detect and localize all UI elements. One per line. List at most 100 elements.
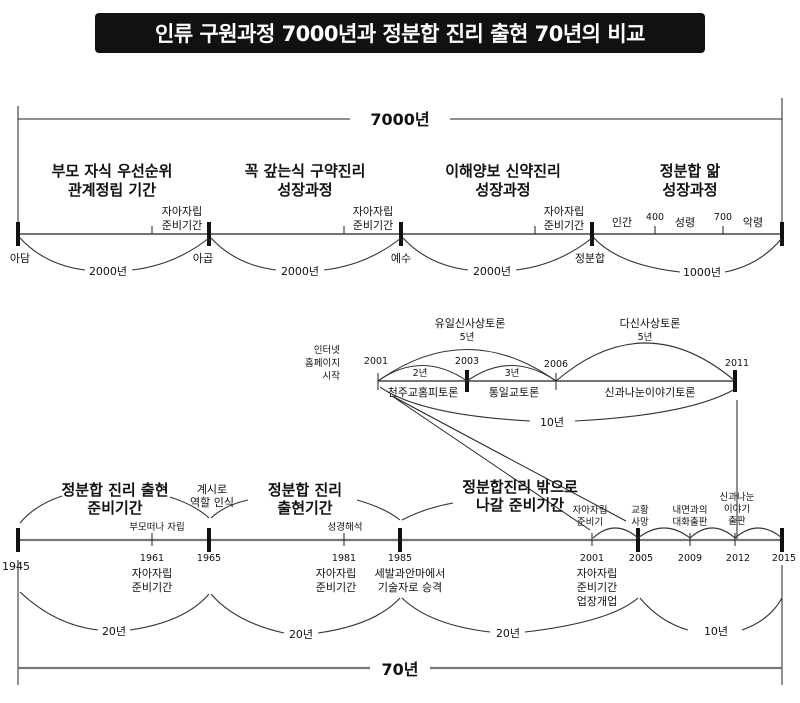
top-span-label: 7000년 (370, 110, 429, 129)
top-period-4-title: 정분합 앎 (660, 162, 721, 180)
middle-arc-polytheism-label: 5년 (638, 332, 653, 343)
bottom-note-2009-above-line2: 대화출판 (673, 517, 708, 528)
bottom-year-2015: 2015 (772, 553, 796, 564)
middle-segment-catholic: 천주교홈피토론 (388, 385, 459, 399)
bottom-note-2012-above-line2: 이야기 (724, 504, 750, 515)
top-arc-4-right (724, 237, 783, 273)
middle-arc-3years (466, 365, 557, 382)
top-period-1-subtitle: 관계정립 기간 (68, 181, 156, 199)
top-period-1-title: 부모 자식 우선순위 (52, 162, 173, 180)
bottom-note-1981-below-line1: 자아자립 (316, 567, 356, 580)
bottom-group-1-subtitle: 준비기간 (87, 499, 142, 517)
bottom-upper-brace-1-left (19, 495, 63, 524)
middle-year-2011: 2011 (725, 358, 749, 369)
middle-arc-2years-label: 2년 (413, 368, 428, 379)
bottom-note-1981-below-line2: 준비기간 (316, 581, 356, 594)
connector-2005 (391, 395, 627, 522)
bottom-note-2012-above-line1: 신과나눈 (720, 492, 755, 503)
top-stage-holy-spirit: 성령 (675, 216, 695, 229)
top-arc-3-left (402, 237, 469, 271)
bottom-arc-1-label: 20년 (102, 625, 126, 638)
bottom-note-2009-above-line1: 내면과의 (673, 505, 708, 516)
top-arc-2-left (210, 237, 277, 271)
bottom-upper-brace-1-right (169, 496, 210, 519)
bottom-span-label: 70년 (382, 660, 419, 679)
bottom-small-arc-4 (734, 527, 783, 539)
middle-year-2003: 2003 (455, 356, 479, 367)
bottom-group-3-title: 정분합진리 밖으로 (462, 478, 578, 496)
middle-arc-monotheism-title: 유일신사상토론 (435, 316, 506, 330)
top-period-2-title: 꼭 갚는식 구약진리 (245, 162, 366, 180)
bottom-upper-brace-2-right (356, 499, 401, 521)
top-point-adam: 아담 (10, 252, 30, 265)
bottom-note-2001-below-line2: 준비기간 (577, 581, 617, 594)
page-title: 인류 구원과정 7000년과 정분합 진리 출현 70년의 비교 (95, 13, 705, 53)
middle-arc-3years-label: 3년 (505, 368, 520, 379)
top-arc-1-right (131, 237, 210, 271)
bottom-note-1961-above: 부모떠나 자립 (129, 521, 184, 533)
top-point-jeongbunhap: 정분합 (575, 252, 605, 265)
bottom-note-2001-below-line1: 자아자립 (577, 567, 617, 580)
bottom-small-arc-2 (637, 527, 691, 539)
top-period-3-title: 이해양보 신약진리 (445, 162, 561, 180)
top-timeline: 7000년 부모 자식 우선순위 관계정립 기간 꼭 갚는식 구약진리 성장과정… (10, 98, 784, 279)
middle-year-2001: 2001 (364, 356, 388, 367)
bottom-year-2009: 2009 (678, 553, 702, 564)
top-arc-1-left (19, 237, 86, 271)
middle-arc-polytheism-title: 다신사상토론 (620, 317, 681, 330)
bottom-year-1965: 1965 (197, 553, 221, 564)
middle-arc-monotheism-label: 5년 (460, 332, 475, 343)
middle-start-note-line1: 인터넷 (314, 345, 340, 356)
bottom-group-3-subtitle: 나갈 준비기간 (476, 496, 564, 514)
bottom-timeline: 1945 1961 1965 1981 1985 2001 2005 2009 … (2, 478, 796, 685)
top-prep-1-line2: 준비기간 (162, 219, 202, 232)
middle-arc-2years (377, 365, 468, 382)
bottom-note-1981-above: 성경해석 (328, 521, 363, 533)
bottom-year-2012: 2012 (726, 553, 750, 564)
middle-year-2006: 2006 (544, 359, 568, 370)
bottom-arc-2-right (317, 597, 401, 634)
connector-2001 (391, 395, 591, 531)
bottom-group-1-title: 정분합 진리 출현 (61, 481, 168, 499)
bottom-arc-4-left (639, 597, 689, 631)
bottom-arc-3-left (401, 597, 491, 633)
bottom-note-2005-above-line2: 사망 (631, 517, 649, 528)
bottom-year-1945: 1945 (2, 560, 30, 573)
middle-arc-monotheism (377, 349, 557, 382)
middle-start-note-line3: 시작 (323, 371, 341, 382)
bottom-small-arc-1 (592, 527, 639, 539)
bottom-arc-3-right (524, 597, 639, 633)
bottom-note-1985-below-line2: 기술자로 승격 (378, 581, 442, 594)
bottom-revelation-note-line2: 역할 인식 (190, 496, 234, 509)
top-arc-3-label: 2000년 (473, 265, 511, 278)
bottom-year-2001: 2001 (580, 553, 604, 564)
middle-start-note-line2: 홈페이지 (305, 357, 340, 369)
top-prep-3-line2: 준비기간 (544, 219, 584, 232)
bottom-note-2001-below-line3: 업장개업 (577, 595, 617, 608)
top-arc-2-label: 2000년 (281, 265, 319, 278)
top-arc-2-right (323, 237, 402, 271)
top-stage-evil-spirit: 악령 (743, 216, 763, 229)
middle-segment-unification: 통일교토론 (489, 385, 540, 399)
bottom-arc-3-label: 20년 (496, 627, 520, 640)
bottom-note-1961-below-line1: 자아자립 (132, 567, 172, 580)
top-stage-400: 400 (646, 212, 664, 223)
bottom-small-arc-3 (689, 527, 736, 539)
middle-arc-polytheism (555, 342, 736, 382)
bottom-year-1961: 1961 (140, 553, 164, 564)
top-prep-3-line1: 자아자립 (544, 205, 584, 218)
bottom-note-2001-above-line1: 자아자립 (573, 504, 608, 516)
top-arc-1-label: 2000년 (89, 265, 127, 278)
bottom-arc-1-right (129, 593, 210, 631)
top-prep-1-line1: 자아자립 (162, 205, 202, 218)
bottom-year-2005: 2005 (629, 553, 653, 564)
middle-arc-10years-label: 10년 (540, 416, 564, 429)
top-arc-3-right (515, 237, 593, 271)
bottom-arc-2-label: 20년 (289, 628, 313, 641)
top-prep-2-line1: 자아자립 (353, 205, 393, 218)
bottom-revelation-note-line1: 계시로 (197, 483, 227, 496)
top-prep-2-line2: 준비기간 (353, 219, 393, 232)
bottom-year-1985: 1985 (388, 553, 412, 564)
middle-arc-10years-left (379, 386, 531, 422)
